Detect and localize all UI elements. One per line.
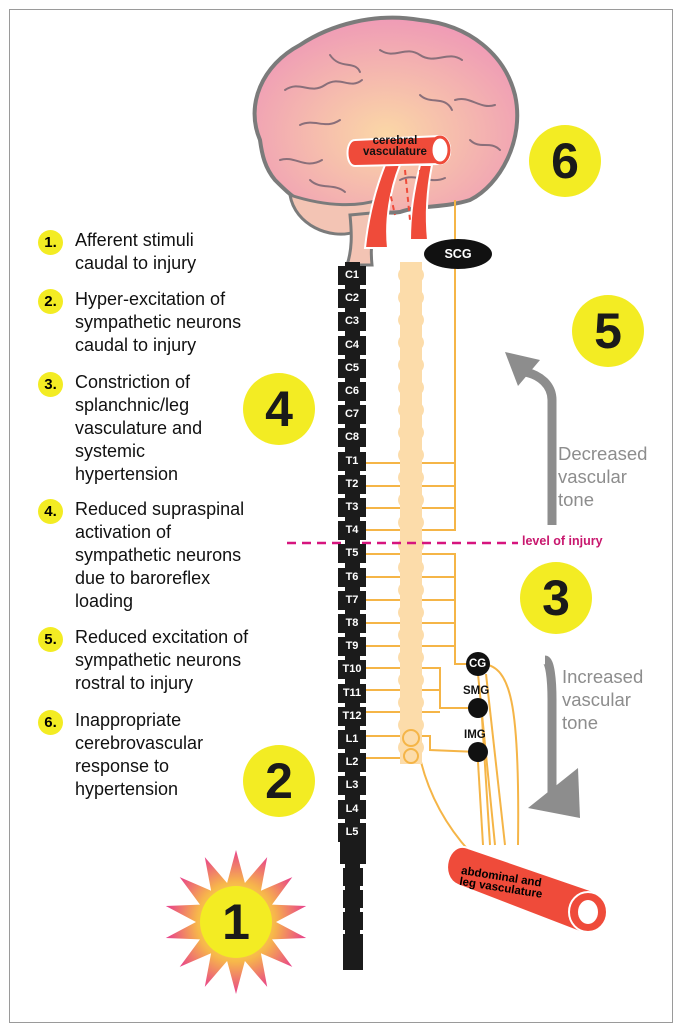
cord-segment (398, 490, 424, 510)
cord-segment (398, 377, 424, 398)
cord-segment (398, 715, 424, 735)
cord-segment (398, 310, 424, 330)
lower-vertebrae (340, 842, 366, 970)
cerebral-vasculature-label: cerebral vasculature (363, 135, 427, 158)
increased-tone-label: Increased vascular tone (562, 666, 644, 733)
smg-ganglion (468, 698, 488, 718)
step-1-number: 1. (38, 230, 63, 255)
vertebra-c6: C6 (338, 382, 366, 401)
brain (252, 15, 520, 267)
step-2-number: 2. (38, 289, 63, 314)
vertebra-t12: T12 (338, 706, 366, 726)
decreased-tone-label: Decreased vascular tone (558, 443, 648, 510)
vertebra-t2: T2 (338, 474, 366, 494)
big-number-5: 5 (572, 295, 644, 367)
cord-beads (398, 265, 424, 764)
step-5-number: 5. (38, 627, 63, 652)
cord-segment (398, 445, 424, 465)
cord-segment (398, 467, 424, 488)
step-3-number: 3. (38, 372, 63, 397)
img-label: IMG (464, 729, 486, 741)
scg-label: SCG (444, 247, 472, 261)
vertebra-t10: T10 (338, 660, 366, 680)
big-number-4: 4 (243, 373, 315, 445)
vertebra-l5: L5 (338, 822, 366, 842)
step-6-text: Inappropriate cerebrovascular response t… (75, 710, 204, 799)
figure-frame (9, 9, 673, 1023)
cord-segment (398, 400, 424, 420)
vertebra-t6: T6 (338, 567, 366, 587)
cord-segment (398, 647, 424, 668)
cord-segment (398, 332, 424, 353)
cord-segment (398, 512, 424, 533)
step-5-text: Reduced excitation of sympathetic neuron… (75, 627, 249, 693)
big-number-1: 1 (200, 886, 272, 958)
smg-label: SMG (463, 685, 490, 697)
vertebra-t7: T7 (338, 590, 366, 610)
step-6-number: 6. (38, 710, 63, 735)
vertebra-c7: C7 (338, 405, 366, 425)
big-number-6: 6 (529, 125, 601, 197)
step-2-text: Hyper-excitation of sympathetic neurons … (75, 289, 242, 355)
level-of-injury-label: level of injury (522, 534, 603, 548)
vertebra-l1: L1 (338, 730, 366, 749)
vertebra-c8: C8 (338, 428, 366, 448)
cg-label: CG (469, 658, 487, 670)
big-number-3: 3 (520, 562, 592, 634)
vertebra-t9: T9 (338, 637, 366, 657)
cord-segment (398, 265, 424, 285)
cord-segment (398, 557, 424, 578)
step-4-text: Reduced supraspinal activation of sympat… (75, 499, 245, 611)
decreased-tone-arrow (505, 352, 557, 525)
cerebral-vasculature (346, 134, 452, 249)
img-ganglion (468, 742, 488, 762)
cord-segment (398, 287, 424, 308)
nerve-lines (360, 200, 520, 853)
increased-tone-arrow (528, 655, 580, 818)
vertebra-t11: T11 (338, 683, 366, 703)
cg-ganglion (466, 652, 490, 676)
vertebra-c1: C1 (338, 266, 366, 285)
vertebra-c2: C2 (338, 289, 366, 309)
scg-ganglion (424, 239, 492, 269)
cord-segment (398, 692, 424, 713)
cord-segment (398, 602, 424, 623)
vertebra-l4: L4 (338, 799, 366, 819)
vertebra-l3: L3 (338, 776, 366, 796)
cord-tail (403, 748, 419, 764)
vertebra-t4: T4 (338, 521, 366, 541)
step-4-number: 4. (38, 499, 63, 524)
vertebra-t3: T3 (338, 498, 366, 517)
vertebra-t8: T8 (338, 614, 366, 633)
vertebra-l2: L2 (338, 753, 366, 773)
vertebra-t5: T5 (338, 544, 366, 564)
cord-segment (398, 535, 424, 555)
cord-segment (398, 580, 424, 600)
cord-segment (398, 670, 424, 690)
vertebra-t1: T1 (338, 451, 366, 471)
vertebra-c5: C5 (338, 358, 366, 378)
vertebra-c3: C3 (338, 312, 366, 332)
vertebra-c4: C4 (338, 335, 366, 355)
cord-segment (398, 737, 424, 758)
step-1-text: Afferent stimuli caudal to injury (75, 230, 197, 273)
big-number-2: 2 (243, 745, 315, 817)
cord-segment (398, 625, 424, 645)
cord-segment (398, 355, 424, 375)
step-3-text: Constriction of splanchnic/leg vasculatu… (75, 372, 203, 484)
cord-segment (398, 422, 424, 443)
cord-tail (402, 729, 420, 747)
abdominal-leg-vasculature (446, 845, 608, 935)
